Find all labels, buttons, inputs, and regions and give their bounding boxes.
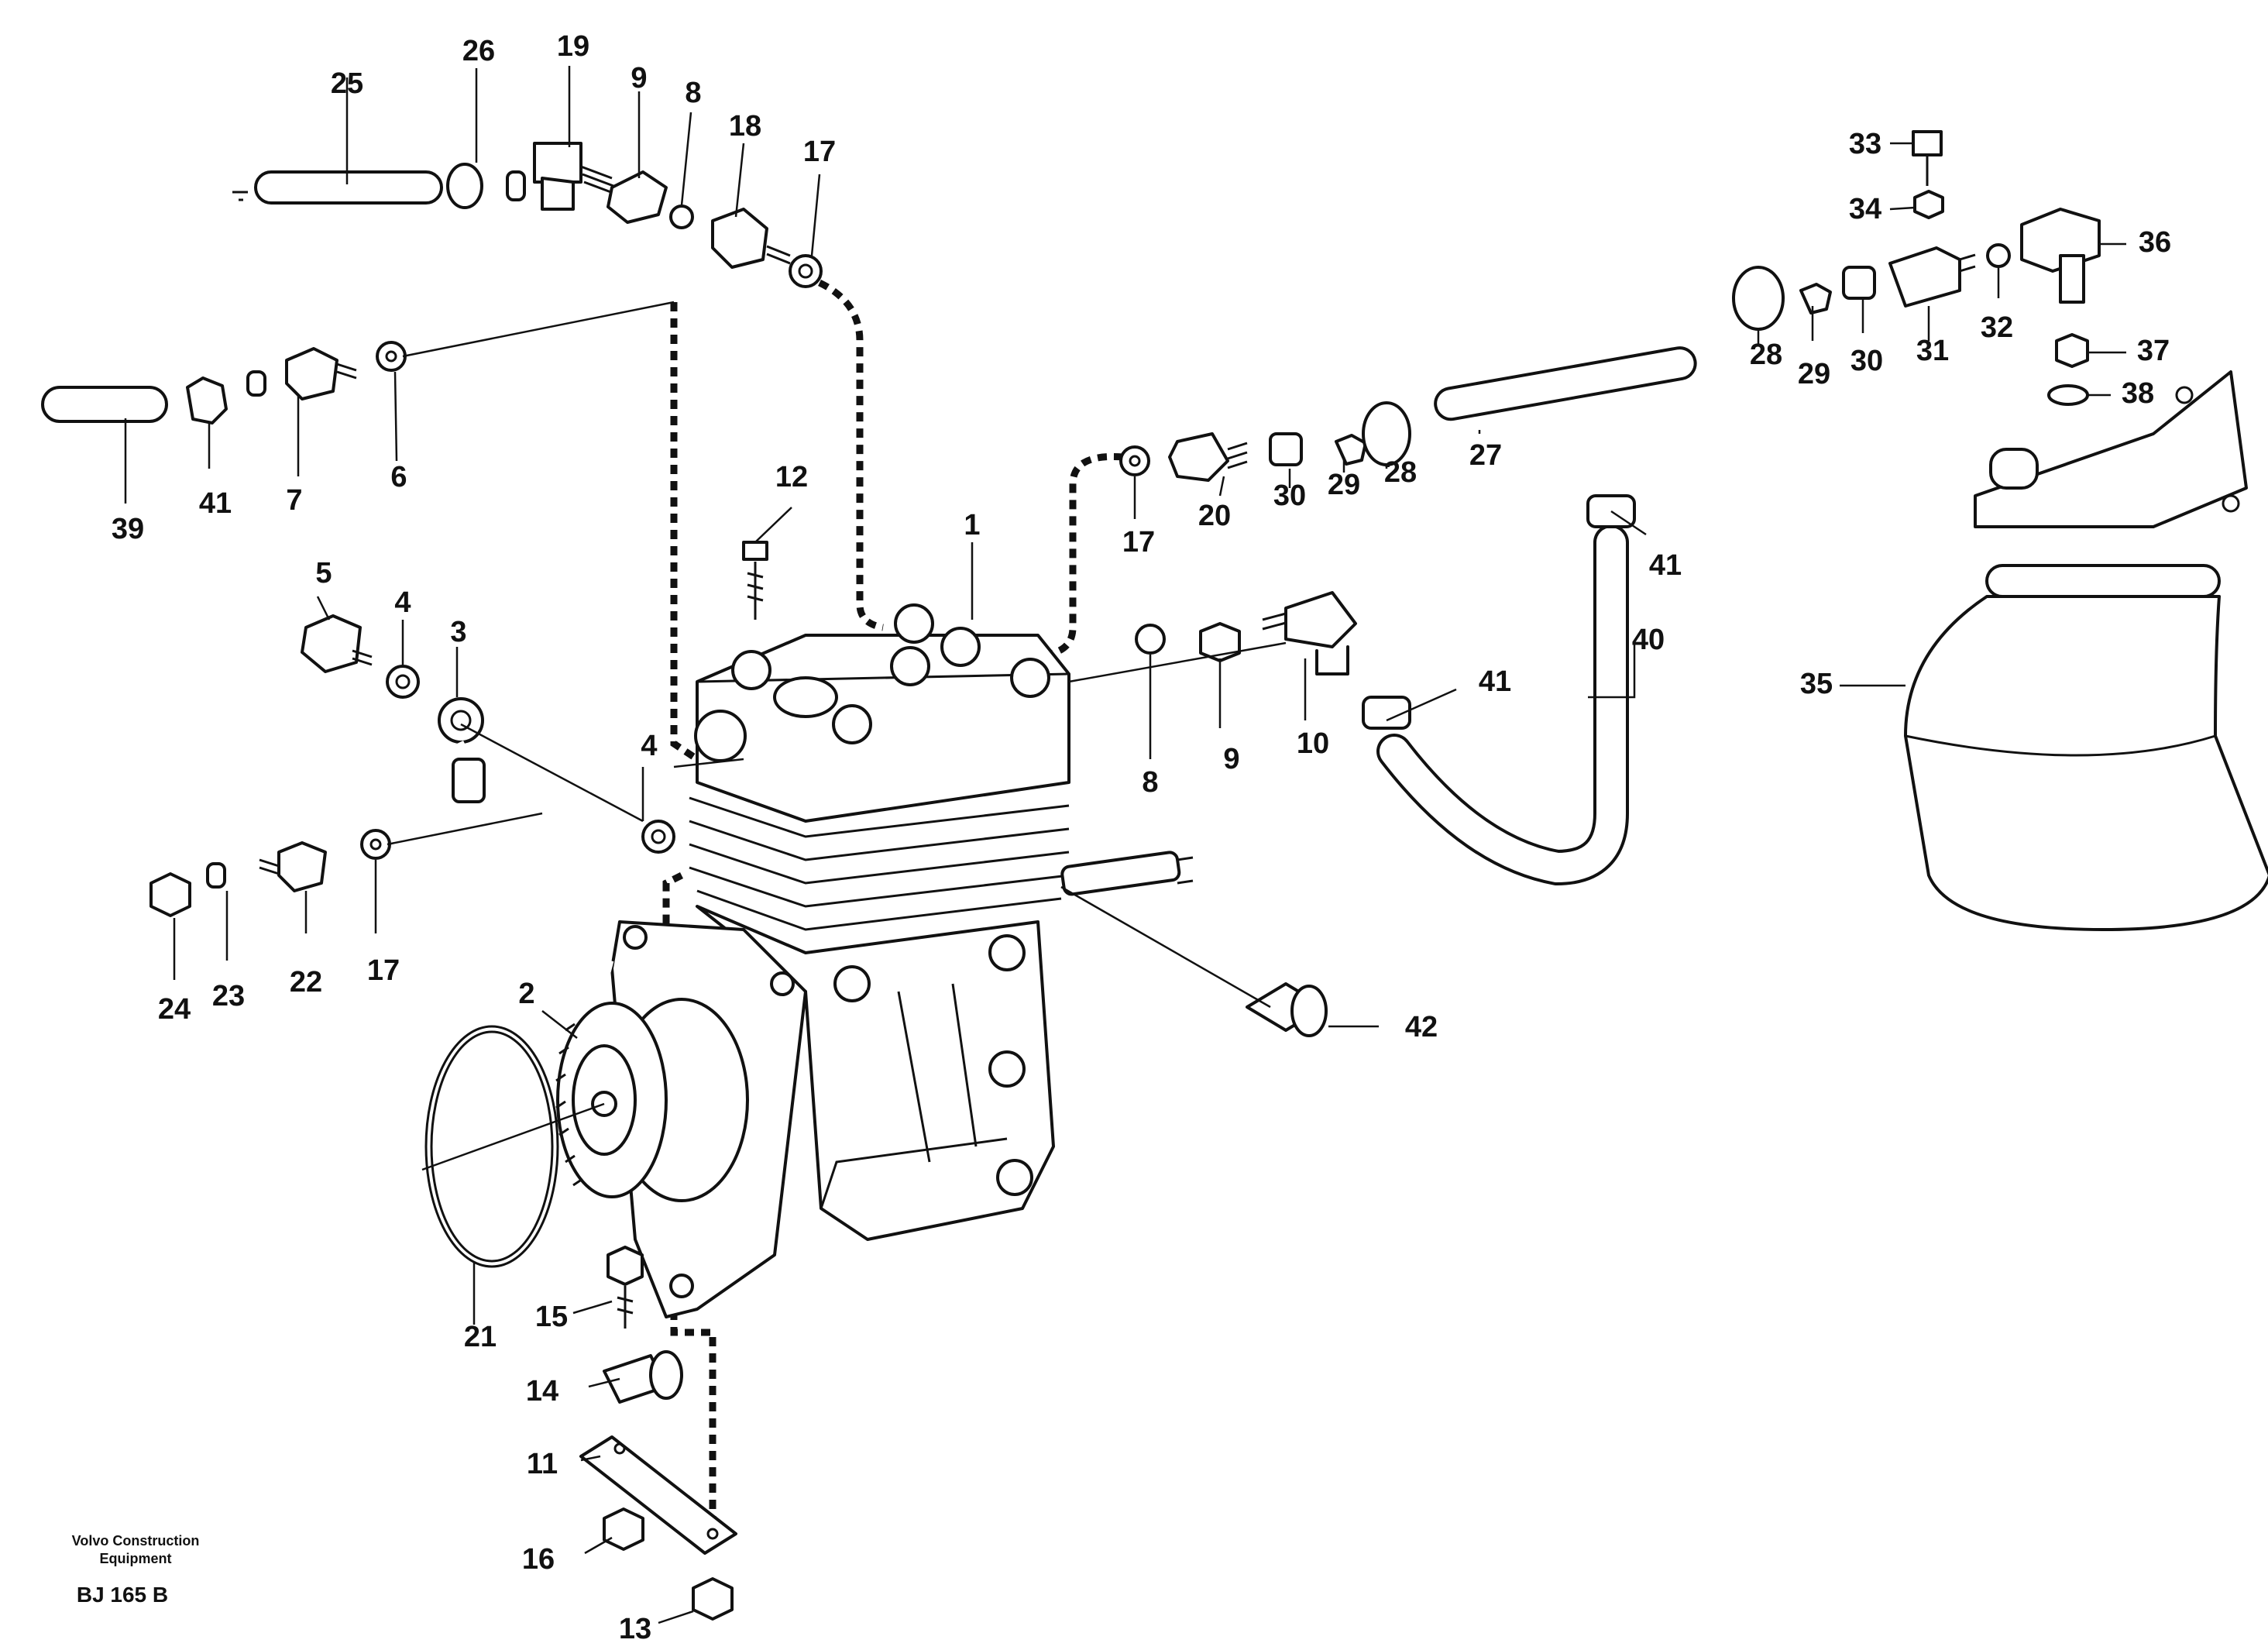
callout-4-lower: 4	[641, 730, 657, 762]
callout-41-top-right: 41	[1649, 549, 1682, 582]
callout-18: 18	[729, 110, 761, 143]
callout-7: 7	[286, 484, 302, 517]
callout-27: 27	[1469, 439, 1502, 472]
drawing-reference: BJ 165 B	[77, 1583, 168, 1607]
callout-5: 5	[315, 557, 332, 590]
callout-29-top: 29	[1798, 358, 1830, 390]
callout-39: 39	[112, 513, 144, 545]
callout-37: 37	[2137, 335, 2170, 367]
callout-17-left: 17	[367, 954, 400, 987]
callout-42: 42	[1405, 1011, 1438, 1043]
mounting-parts	[579, 541, 768, 1621]
callout-17-top: 17	[803, 136, 836, 168]
callout-labels: 1 2 3 4 4 5 6 7 8 8 9 9 10 11 12 13 14 1…	[112, 30, 2171, 1645]
callout-4-upper: 4	[394, 586, 411, 619]
callout-23: 23	[212, 980, 245, 1012]
callout-20: 20	[1198, 500, 1231, 532]
callout-14: 14	[526, 1375, 558, 1408]
brand-line-1: Volvo Construction	[72, 1533, 200, 1549]
dashed-routing-lines	[662, 279, 1124, 1534]
callout-29-mid: 29	[1328, 469, 1360, 501]
callout-32: 32	[1981, 311, 2013, 344]
left-fittings	[149, 614, 675, 975]
callout-22: 22	[290, 966, 322, 999]
callout-28-top: 28	[1750, 339, 1782, 371]
callout-1: 1	[964, 509, 980, 541]
callout-31: 31	[1916, 335, 1949, 367]
callout-10: 10	[1297, 727, 1329, 760]
callout-8-top: 8	[685, 77, 701, 109]
callout-9-top: 9	[631, 62, 647, 95]
top-left-pipe-assembly	[232, 142, 823, 288]
callout-3: 3	[450, 616, 466, 648]
callout-28-mid: 28	[1384, 456, 1417, 489]
hose-assembly	[1135, 494, 1636, 1037]
reservoir-tank	[1904, 370, 2268, 931]
callout-15: 15	[535, 1301, 568, 1333]
callout-25: 25	[331, 67, 363, 100]
left-pipe-assembly	[41, 301, 675, 425]
brand-line-2: Equipment	[100, 1551, 172, 1566]
callout-34: 34	[1849, 193, 1881, 225]
callout-9-right: 9	[1223, 743, 1239, 775]
callout-40: 40	[1632, 624, 1665, 656]
leader-lines	[124, 66, 2126, 1624]
callout-41-left: 41	[199, 487, 232, 520]
callout-21: 21	[464, 1321, 497, 1353]
callout-30-mid: 30	[1273, 480, 1306, 512]
callout-36: 36	[2139, 226, 2171, 259]
callout-35: 35	[1800, 668, 1833, 700]
callout-2: 2	[518, 978, 534, 1010]
callout-11: 11	[527, 1448, 558, 1480]
callout-6: 6	[390, 461, 407, 493]
callout-38: 38	[2122, 377, 2154, 410]
callout-17-mid: 17	[1122, 526, 1155, 559]
right-fitting-chain	[1119, 346, 1697, 482]
callout-30-top: 30	[1850, 345, 1883, 377]
drive-gear-and-o-ring	[424, 998, 749, 1268]
callout-8-right: 8	[1142, 766, 1158, 799]
callout-24: 24	[158, 993, 191, 1026]
air-compressor	[610, 603, 1194, 1318]
callout-13: 13	[619, 1613, 651, 1645]
callout-16: 16	[522, 1543, 555, 1576]
callout-19: 19	[557, 30, 589, 63]
footer-block: Volvo Construction Equipment BJ 165 B	[72, 1533, 200, 1607]
callout-12: 12	[775, 461, 808, 493]
callout-26: 26	[462, 35, 495, 67]
callout-33: 33	[1849, 128, 1881, 160]
callout-41-mid-right: 41	[1479, 665, 1511, 698]
